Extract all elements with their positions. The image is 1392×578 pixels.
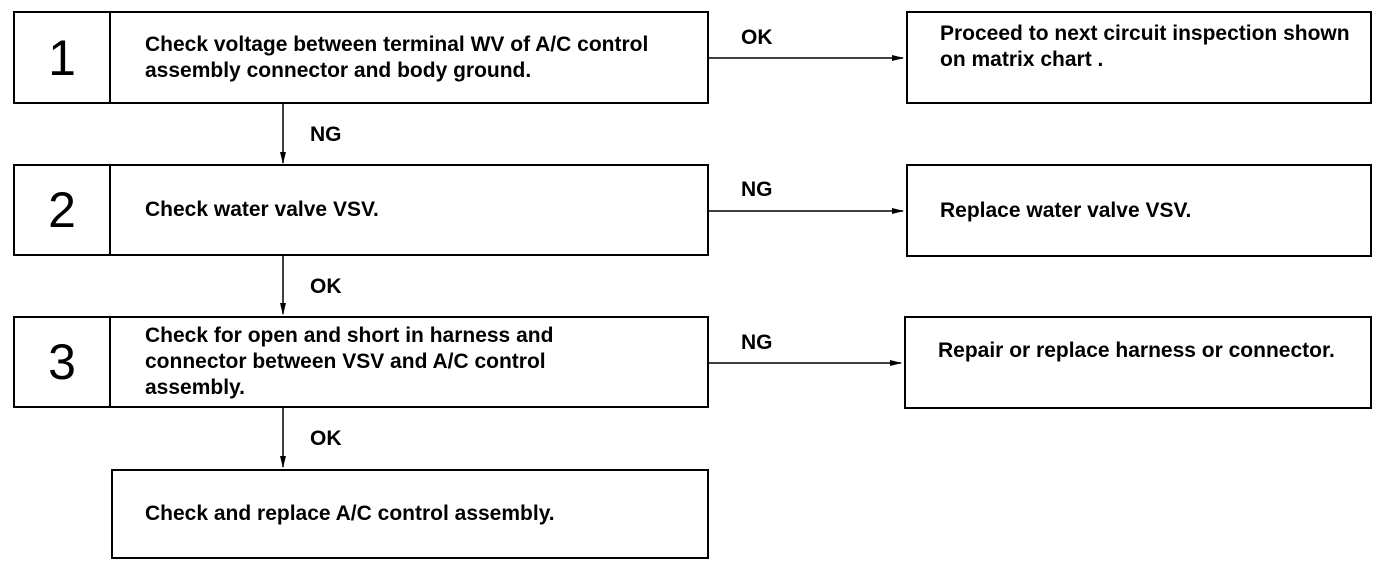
label-step1-ok: OK [741, 26, 773, 49]
final-step-text: Check and replace A/C control assembly. [145, 502, 555, 525]
result-1-box: Proceed to next circuit inspection shown… [906, 11, 1372, 104]
label-step1-ng: NG [310, 123, 342, 146]
step-2-box: 2 Check water valve VSV. [13, 164, 709, 256]
step-2-number: 2 [15, 166, 111, 254]
label-step2-ok: OK [310, 275, 342, 298]
label-step2-ng: NG [741, 178, 773, 201]
result-3-box: Repair or replace harness or connector. [904, 316, 1372, 409]
label-step3-ok: OK [310, 427, 342, 450]
result-3-text: Repair or replace harness or connector. [938, 339, 1335, 362]
step-2-text: Check water valve VSV. [145, 198, 379, 221]
step-3-box: 3 Check for open and short in harness an… [13, 316, 709, 408]
label-step3-ng: NG [741, 331, 773, 354]
step-1-number: 1 [15, 13, 111, 102]
result-2-text: Replace water valve VSV. [940, 198, 1192, 222]
step-1-box: 1 Check voltage between terminal WV of A… [13, 11, 709, 104]
final-step-box: Check and replace A/C control assembly. [111, 469, 709, 559]
step-1-text: Check voltage between terminal WV of A/C… [145, 32, 649, 82]
result-1-text: Proceed to next circuit inspection shown… [940, 22, 1350, 71]
result-2-box: Replace water valve VSV. [906, 164, 1372, 257]
step-3-text: Check for open and short in harness and … [145, 324, 554, 399]
step-3-number: 3 [15, 318, 111, 406]
